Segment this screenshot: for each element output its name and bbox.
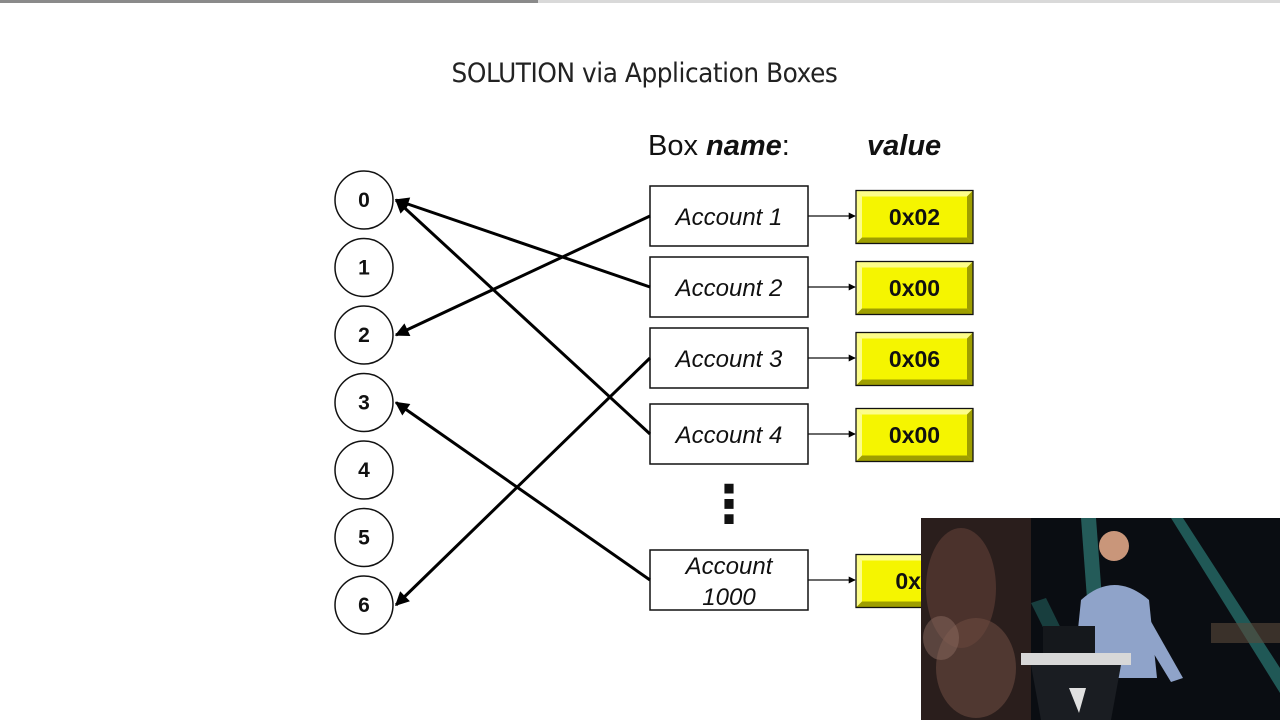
value-box-bevel-left bbox=[856, 554, 862, 608]
slot-label: 2 bbox=[358, 324, 370, 347]
account-row-4: Account 4 0x00 bbox=[649, 403, 974, 465]
slot-2: 2 bbox=[334, 305, 394, 365]
value-box-bevel-right bbox=[967, 261, 973, 315]
value-box-bevel-bottom bbox=[856, 308, 973, 315]
speaker-video-frame bbox=[921, 518, 1280, 720]
account-name-label: Account 1 bbox=[674, 204, 783, 231]
slot-label: 3 bbox=[358, 392, 370, 415]
account-name-label: Account 2 bbox=[674, 275, 783, 302]
value-box-bevel-left bbox=[856, 261, 862, 315]
value-header: value bbox=[867, 130, 942, 162]
ellipsis: ⋮ bbox=[703, 475, 755, 535]
slot-label: 5 bbox=[358, 527, 370, 550]
box-name-header-colon: : bbox=[781, 130, 790, 162]
slot-label: 0 bbox=[358, 189, 370, 212]
mapping-arrow-1 bbox=[394, 214, 651, 337]
slot-label: 6 bbox=[358, 594, 370, 617]
account-name-box bbox=[649, 185, 809, 247]
slot-5: 5 bbox=[334, 507, 394, 568]
mapping-arrow-5 bbox=[394, 401, 651, 582]
value-box-bevel-right bbox=[967, 408, 973, 462]
slot-circle bbox=[334, 237, 394, 298]
value-box-face bbox=[856, 408, 973, 462]
value-box-bevel-right bbox=[967, 190, 973, 244]
slot-6: 6 bbox=[334, 575, 394, 635]
value-box-bevel-left bbox=[856, 332, 862, 386]
slot-label: 4 bbox=[358, 459, 370, 482]
value-box-bevel-left bbox=[856, 408, 862, 462]
slot-label: 1 bbox=[358, 257, 370, 280]
value-box-bevel-top bbox=[856, 261, 973, 268]
value-box-outline bbox=[855, 407, 974, 463]
mapping-arrow-2 bbox=[394, 197, 651, 289]
slot-circle bbox=[334, 305, 394, 365]
slot-circle bbox=[334, 507, 394, 568]
value-box-bevel-left bbox=[856, 190, 862, 244]
account-name-label-line-1: Account bbox=[684, 553, 774, 580]
slot-4: 4 bbox=[334, 440, 394, 500]
account-name-box bbox=[649, 549, 809, 611]
value-label: 0x02 bbox=[889, 204, 940, 230]
value-label: 0x00 bbox=[889, 275, 940, 301]
value-label: 0x06 bbox=[889, 346, 940, 372]
account-name-label: Account 4 bbox=[674, 422, 783, 449]
mapping-arrow-4 bbox=[394, 198, 652, 436]
value-box-bevel-bottom bbox=[856, 379, 973, 386]
value-box-outline bbox=[855, 331, 974, 387]
slot-circle bbox=[334, 372, 394, 433]
value-box: 0x06 bbox=[855, 331, 974, 387]
account-row-3: Account 3 0x06 bbox=[649, 327, 974, 389]
speaker-video-inset bbox=[921, 518, 1280, 720]
slots-layer: 0 1 2 3 4 5 6 bbox=[334, 170, 394, 635]
progress-track bbox=[0, 0, 1280, 3]
slot-circle bbox=[334, 170, 394, 230]
value-box-outline bbox=[855, 260, 974, 316]
box-name-header: Box name: bbox=[648, 130, 790, 163]
value-box-bevel-bottom bbox=[856, 237, 973, 244]
box-name-header-prefix: Box bbox=[648, 130, 707, 162]
account-name-box bbox=[649, 256, 809, 318]
slot-0: 0 bbox=[334, 170, 394, 230]
value-box-face bbox=[856, 332, 973, 386]
value-box-bevel-top bbox=[856, 332, 973, 339]
value-box-face bbox=[856, 190, 973, 244]
slot-3: 3 bbox=[334, 372, 394, 433]
slot-1: 1 bbox=[334, 237, 394, 298]
value-box: 0x02 bbox=[855, 189, 974, 245]
value-box-outline bbox=[855, 189, 974, 245]
account-name-label-line-2: 1000 bbox=[702, 584, 756, 611]
slot-circle bbox=[334, 440, 394, 500]
progress-fill bbox=[0, 0, 538, 3]
account-row-2: Account 2 0x00 bbox=[649, 256, 974, 318]
value-box-bevel-top bbox=[856, 408, 973, 415]
mappings-layer bbox=[394, 197, 652, 607]
slot-circle bbox=[334, 575, 394, 635]
value-box-bevel-bottom bbox=[856, 455, 973, 462]
value-box-face bbox=[856, 261, 973, 315]
value-label: 0x00 bbox=[889, 422, 940, 448]
value-box-bevel-right bbox=[967, 332, 973, 386]
value-box: 0x00 bbox=[855, 260, 974, 316]
box-name-header-emphasis: name bbox=[706, 130, 782, 162]
value-box-bevel-top bbox=[856, 190, 973, 197]
account-name-label: Account 3 bbox=[674, 346, 783, 373]
account-name-box bbox=[649, 327, 809, 389]
slide-title: SOLUTION via Application Boxes bbox=[451, 58, 838, 89]
value-box: 0x00 bbox=[855, 407, 974, 463]
account-row-1: Account 1 0x02 bbox=[649, 185, 974, 247]
mapping-arrow-3 bbox=[394, 356, 652, 607]
